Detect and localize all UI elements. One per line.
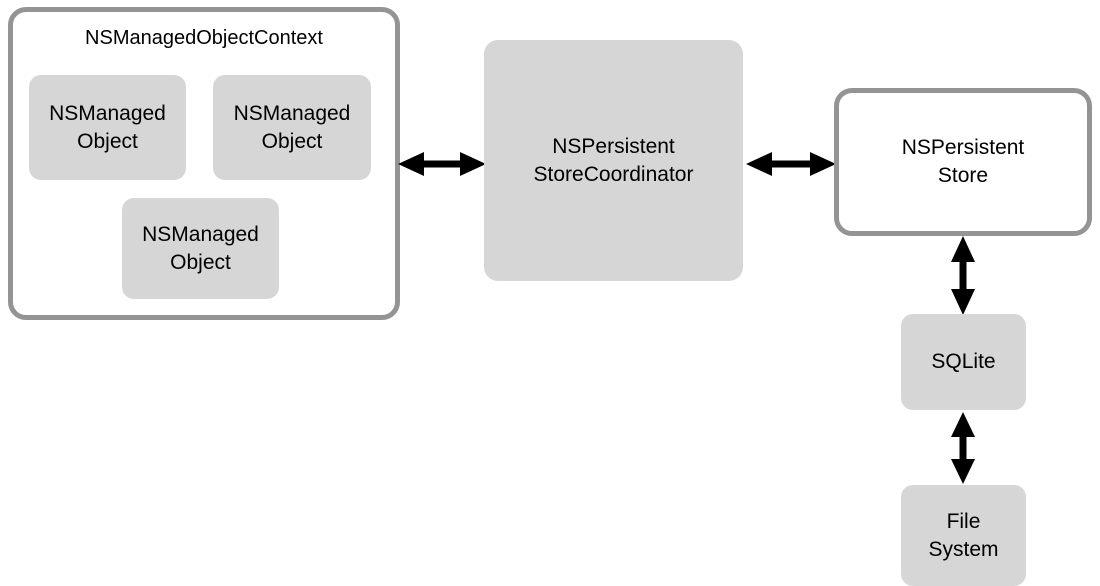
node-nspersistentstorecoordinator-label: NSPersistent StoreCoordinator (533, 134, 694, 186)
arrow-context-to-coordinator (398, 152, 486, 176)
arrow-store-to-sqlite (951, 236, 975, 315)
node-sqlite-label: SQLite (931, 350, 996, 374)
node-filesystem[interactable]: File System (901, 485, 1026, 586)
node-nsmanagedobject-1-label: NSManaged Object (49, 101, 166, 153)
node-nspersistentstorecoordinator[interactable]: NSPersistent StoreCoordinator (484, 40, 743, 281)
node-nsmanagedobject-2[interactable]: NSManaged Object (213, 75, 371, 180)
node-nspersistentstore[interactable]: NSPersistent Store (834, 88, 1092, 236)
node-nsmanagedobject-2-label: NSManaged Object (233, 101, 351, 153)
node-nsmanagedobjectcontext-label: NSManagedObjectContext (85, 27, 323, 49)
node-filesystem-label: File System (928, 509, 999, 561)
node-nsmanagedobject-3[interactable]: NSManaged Object (122, 198, 279, 299)
arrow-sqlite-to-filesystem (951, 412, 975, 484)
arrow-coordinator-to-store (746, 152, 836, 176)
node-sqlite[interactable]: SQLite (901, 314, 1026, 410)
node-nsmanagedobject-3-label: NSManaged Object (142, 222, 259, 274)
node-nspersistentstore-label: NSPersistent Store (901, 136, 1025, 187)
node-nsmanagedobject-1[interactable]: NSManaged Object (29, 75, 186, 180)
